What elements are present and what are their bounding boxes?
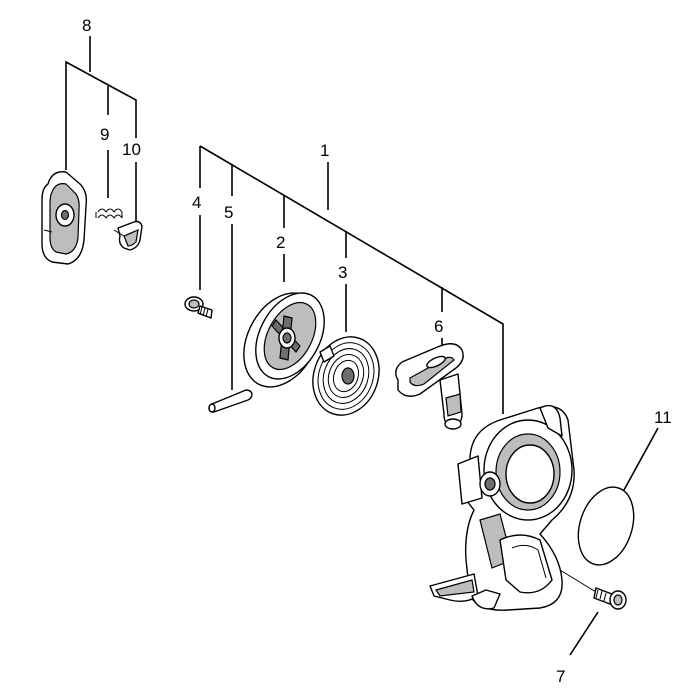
spring-part-9	[95, 208, 123, 219]
knob-pin-part-10	[113, 220, 143, 251]
cover-plate-part-8	[41, 171, 88, 265]
gasket-part-11	[577, 486, 635, 566]
callout-1: 1	[320, 141, 329, 160]
callout-7: 7	[556, 667, 565, 686]
callout-labels: 8 9 10 1 4 5 2 3 6 11 7	[82, 16, 672, 686]
rope-pulley-part-2	[243, 292, 325, 388]
callout-4: 4	[192, 193, 201, 212]
callout-2: 2	[276, 233, 285, 252]
callout-3: 3	[338, 263, 347, 282]
bolt-part-7	[559, 569, 627, 610]
callout-10: 10	[122, 140, 141, 159]
callout-8: 8	[82, 16, 91, 35]
callout-6: 6	[434, 317, 443, 336]
callout-9: 9	[100, 125, 109, 144]
starter-handle-part-6	[395, 343, 464, 430]
callout-5: 5	[224, 203, 233, 222]
recoil-spring-part-3	[312, 336, 380, 416]
screw-part-4	[184, 296, 213, 319]
starter-housing	[429, 404, 575, 611]
callout-11: 11	[654, 408, 672, 427]
leader-lines	[65, 36, 659, 656]
pin-part-5	[208, 389, 253, 413]
